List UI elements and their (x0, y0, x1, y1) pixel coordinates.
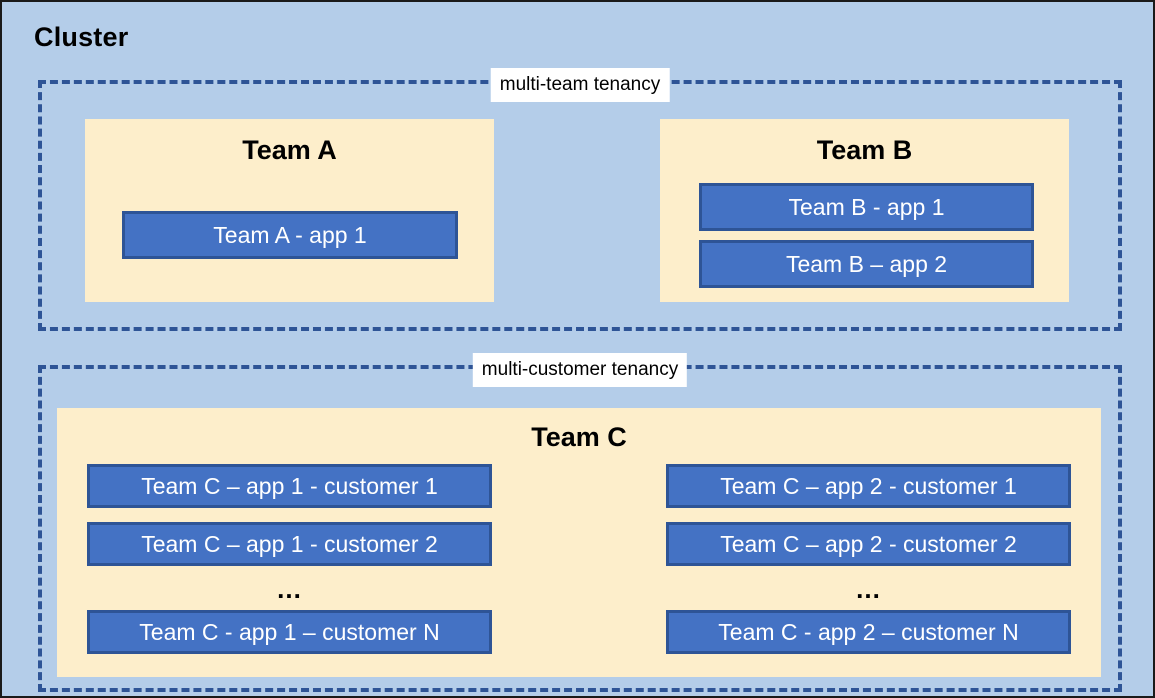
team-title-team-c: Team C (531, 422, 627, 452)
team-title-team-b: Team B (816, 135, 913, 165)
app-list-team-a: Team A - app 1 (122, 211, 458, 259)
team-panel-team-a: Team A Team A - app 1 (85, 119, 494, 302)
app-box-team-b-app-2[interactable]: Team B – app 2 (699, 240, 1034, 288)
tenancy-group-label-multi-team: multi-team tenancy (490, 68, 670, 103)
app-box-team-c-app-1-customer-n[interactable]: Team C - app 1 – customer N (87, 610, 492, 654)
tenancy-group-multi-team: multi-team tenancy (38, 68, 1122, 331)
cluster-title: Cluster (34, 22, 129, 52)
team-panel-team-b: Team B Team B - app 1 Team B – app 2 (660, 119, 1069, 302)
tenancy-group-multi-customer: multi-customer tenancy (38, 353, 1122, 692)
app-box-team-c-app-1-customer-1[interactable]: Team C – app 1 - customer 1 (87, 464, 492, 508)
team-panel-team-c: Team C Team C – app 1 - customer 1 Team … (57, 408, 1101, 677)
app-columns-team-c: Team C – app 1 - customer 1 Team C – app… (57, 464, 1101, 654)
app-box-team-c-app-1-customer-2[interactable]: Team C – app 1 - customer 2 (87, 522, 492, 566)
ellipsis-team-c-app-1: ... (277, 574, 302, 604)
app-column-team-c-app-2: Team C – app 2 - customer 1 Team C – app… (666, 464, 1071, 654)
app-box-team-c-app-2-customer-1[interactable]: Team C – app 2 - customer 1 (666, 464, 1071, 508)
tenancy-group-label-multi-customer: multi-customer tenancy (472, 353, 688, 388)
app-box-team-c-app-2-customer-n[interactable]: Team C - app 2 – customer N (666, 610, 1071, 654)
ellipsis-team-c-app-2: ... (856, 574, 881, 604)
app-list-team-b: Team B - app 1 Team B – app 2 (699, 183, 1034, 288)
app-column-team-c-app-1: Team C – app 1 - customer 1 Team C – app… (87, 464, 492, 654)
app-box-team-b-app-1[interactable]: Team B - app 1 (699, 183, 1034, 231)
team-title-team-a: Team A (242, 135, 337, 165)
app-box-team-a-app-1[interactable]: Team A - app 1 (122, 211, 458, 259)
app-box-team-c-app-2-customer-2[interactable]: Team C – app 2 - customer 2 (666, 522, 1071, 566)
